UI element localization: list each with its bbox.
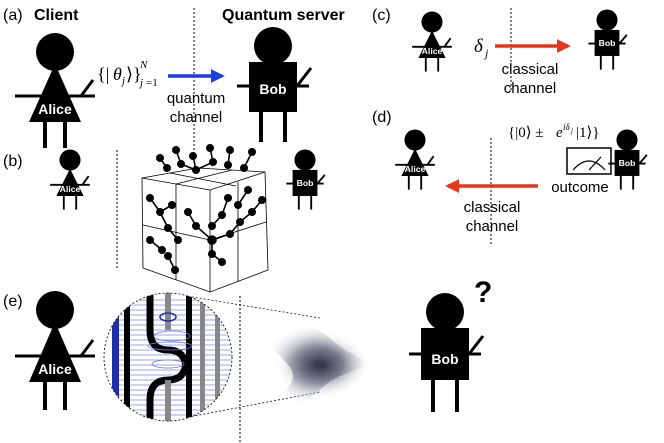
classical-channel-d-line1: classical (464, 199, 521, 216)
classical-channel-c-line1: classical (502, 61, 559, 78)
bob-name-e: Bob (431, 351, 458, 367)
magnified-circuit (103, 292, 233, 422)
theta-set-label: {| θ j ⟩} N j =1 (97, 59, 158, 89)
classical-channel-c-line2: channel (504, 80, 557, 97)
panel-a-label: (a) (3, 7, 23, 24)
alice-name-e: Alice (38, 361, 72, 377)
alice-name-d: Alice (405, 164, 426, 174)
svg-text:{|: {| (97, 64, 109, 84)
alice-figure-a: Alice (15, 33, 95, 148)
panel-b-label: (b) (3, 153, 23, 170)
quantum-channel-line1: quantum (167, 90, 225, 107)
bob-name-d: Bob (619, 158, 636, 168)
alice-figure-d: Alice (394, 128, 436, 191)
svg-text:|1⟩}: |1⟩} (576, 125, 600, 141)
client-title: Client (34, 7, 79, 24)
bob-figure-b: Bob (285, 148, 326, 211)
bob-figure-c: Bob (587, 8, 628, 71)
panel-e: (e) Alice (3, 276, 492, 442)
bob-figure-e: Bob (409, 293, 485, 412)
alice-name-c: Alice (422, 46, 443, 56)
svg-text:j: j (138, 77, 143, 89)
svg-text:{|0⟩ ±: {|0⟩ ± (508, 125, 544, 141)
alice-name-b: Alice (60, 184, 81, 194)
cluster-nodes (146, 144, 266, 274)
svg-text:iδ: iδ (563, 122, 571, 132)
zoom-line-top (167, 292, 321, 319)
svg-text:j: j (570, 127, 573, 135)
alice-figure-b: Alice (49, 148, 91, 211)
panel-c: (c) Alice δ j classical channel Bob (372, 7, 628, 97)
classical-channel-d-line2: channel (466, 218, 519, 235)
bob-name-c: Bob (599, 38, 616, 48)
svg-text:δ: δ (474, 36, 484, 57)
svg-text:⟩}: ⟩} (126, 64, 142, 84)
outcome-label: outcome (551, 179, 609, 196)
delta-j-label: δ j (474, 36, 489, 60)
alice-name-a: Alice (38, 101, 72, 117)
svg-text:=1: =1 (146, 77, 158, 89)
panel-b: (b) Alice (3, 144, 326, 293)
question-mark: ? (474, 276, 492, 309)
bob-name-a: Bob (259, 81, 286, 97)
superposition-state-label: {|0⟩ ± e iδ j |1⟩} (508, 122, 600, 141)
svg-text:θ: θ (113, 64, 122, 84)
bob-figure-a: Bob (237, 27, 313, 142)
alice-figure-c: Alice (411, 10, 453, 73)
svg-text:j: j (483, 46, 489, 60)
panel-a: (a) Client Quantum server Alice {| θ j ⟩… (3, 7, 345, 150)
bob-name-b: Bob (297, 178, 314, 188)
svg-text:j: j (120, 75, 125, 87)
panel-e-label: (e) (3, 293, 23, 310)
bob-figure-d: Bob (607, 128, 648, 191)
obscured-computation-blob (262, 322, 372, 408)
measurement-device (566, 147, 612, 175)
panel-c-label: (c) (372, 7, 391, 24)
svg-text:N: N (139, 59, 148, 71)
alice-figure-e: Alice (15, 291, 95, 410)
panel-d: (d) Alice {|0⟩ ± e iδ j |1⟩} Bob outcome… (372, 109, 648, 245)
panel-d-label: (d) (372, 109, 392, 126)
svg-text:e: e (556, 125, 563, 141)
quantum-channel-line2: channel (170, 109, 223, 126)
server-title: Quantum server (222, 7, 345, 24)
